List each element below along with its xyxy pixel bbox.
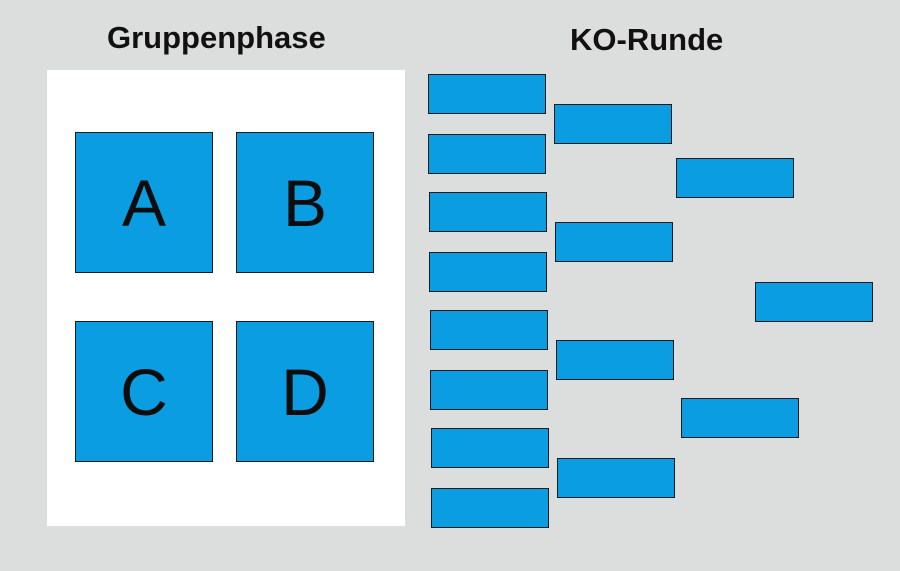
quarterfinal-slot <box>554 104 672 144</box>
quarterfinal-slot <box>557 458 675 498</box>
group-box-c: C <box>75 321 213 462</box>
quarterfinal-slot <box>555 222 673 262</box>
semifinal-slot <box>676 158 794 198</box>
final-slot <box>755 282 873 322</box>
round-of-16-slot <box>428 74 546 114</box>
round-of-16-slot <box>429 192 547 232</box>
round-of-16-slot <box>431 428 549 468</box>
group-box-b: B <box>236 132 374 273</box>
group-stage-title: Gruppenphase <box>107 20 326 55</box>
round-of-16-slot <box>430 310 548 350</box>
group-box-a: A <box>75 132 213 273</box>
knockout-title: KO-Runde <box>570 22 724 57</box>
round-of-16-slot <box>429 252 547 292</box>
round-of-16-slot <box>431 488 549 528</box>
round-of-16-slot <box>428 134 546 174</box>
semifinal-slot <box>681 398 799 438</box>
group-stage-panel: A B C D <box>47 70 405 526</box>
round-of-16-slot <box>430 370 548 410</box>
quarterfinal-slot <box>556 340 674 380</box>
group-box-d: D <box>236 321 374 462</box>
